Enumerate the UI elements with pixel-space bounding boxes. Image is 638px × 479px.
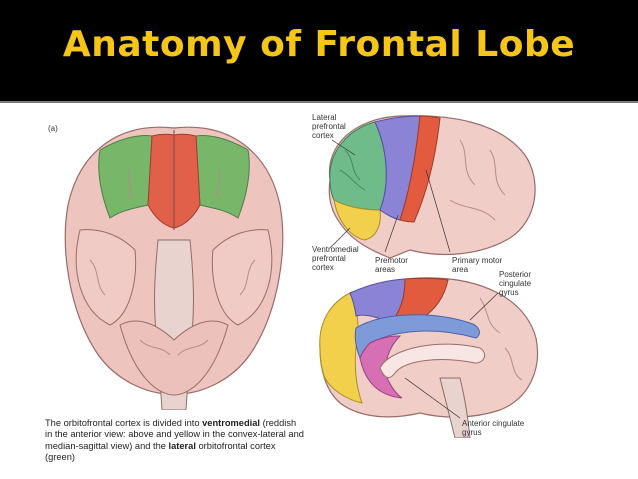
lateral-brain-illustration [328,115,536,259]
label-premotor-areas: Premotor areas [375,256,408,274]
label-primary-motor-area: Primary motor area [452,256,503,274]
title-divider [0,101,638,103]
label-posterior-cingulate-gyrus: Posterior cingulate gyrus [499,270,532,297]
slide-title: Anatomy of Frontal Lobe [62,24,576,65]
label-ventromedial-pfc: Ventromedial prefrontal cortex [312,245,359,272]
inferior-brain-illustration [40,110,308,410]
label-anterior-cingulate-gyrus: Anterior cingulate gyrus [462,419,525,437]
title-bar [0,0,638,101]
medial-brain-illustration [319,277,539,438]
panel-label: (a) [48,124,58,133]
figure-caption: The orbitofrontal cortex is divided into… [45,418,304,463]
label-lateral-pfc: Lateral prefrontal cortex [312,113,346,140]
